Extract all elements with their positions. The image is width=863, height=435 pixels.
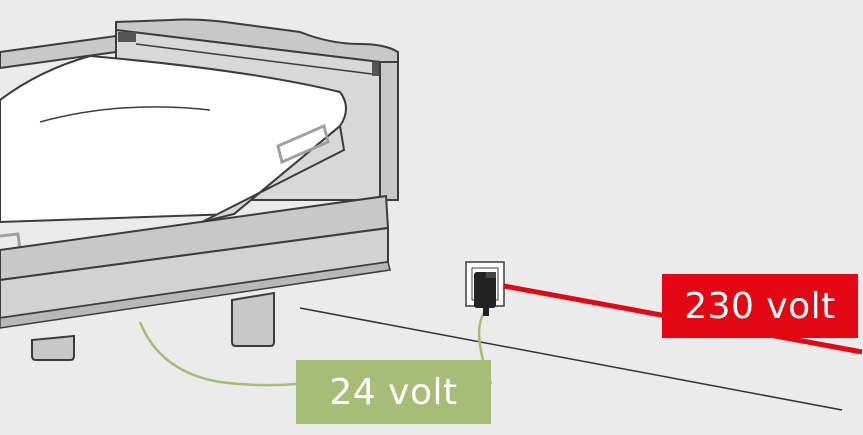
floor-line: [299, 307, 843, 411]
mains-voltage-label: 230 volt: [662, 274, 858, 338]
bed-frame: [0, 194, 391, 329]
bed-legs: [31, 291, 275, 361]
bed-side-rail-back: [0, 34, 117, 70]
low-voltage-label: 24 volt: [296, 360, 491, 424]
power-adapter-icon: [474, 272, 496, 316]
